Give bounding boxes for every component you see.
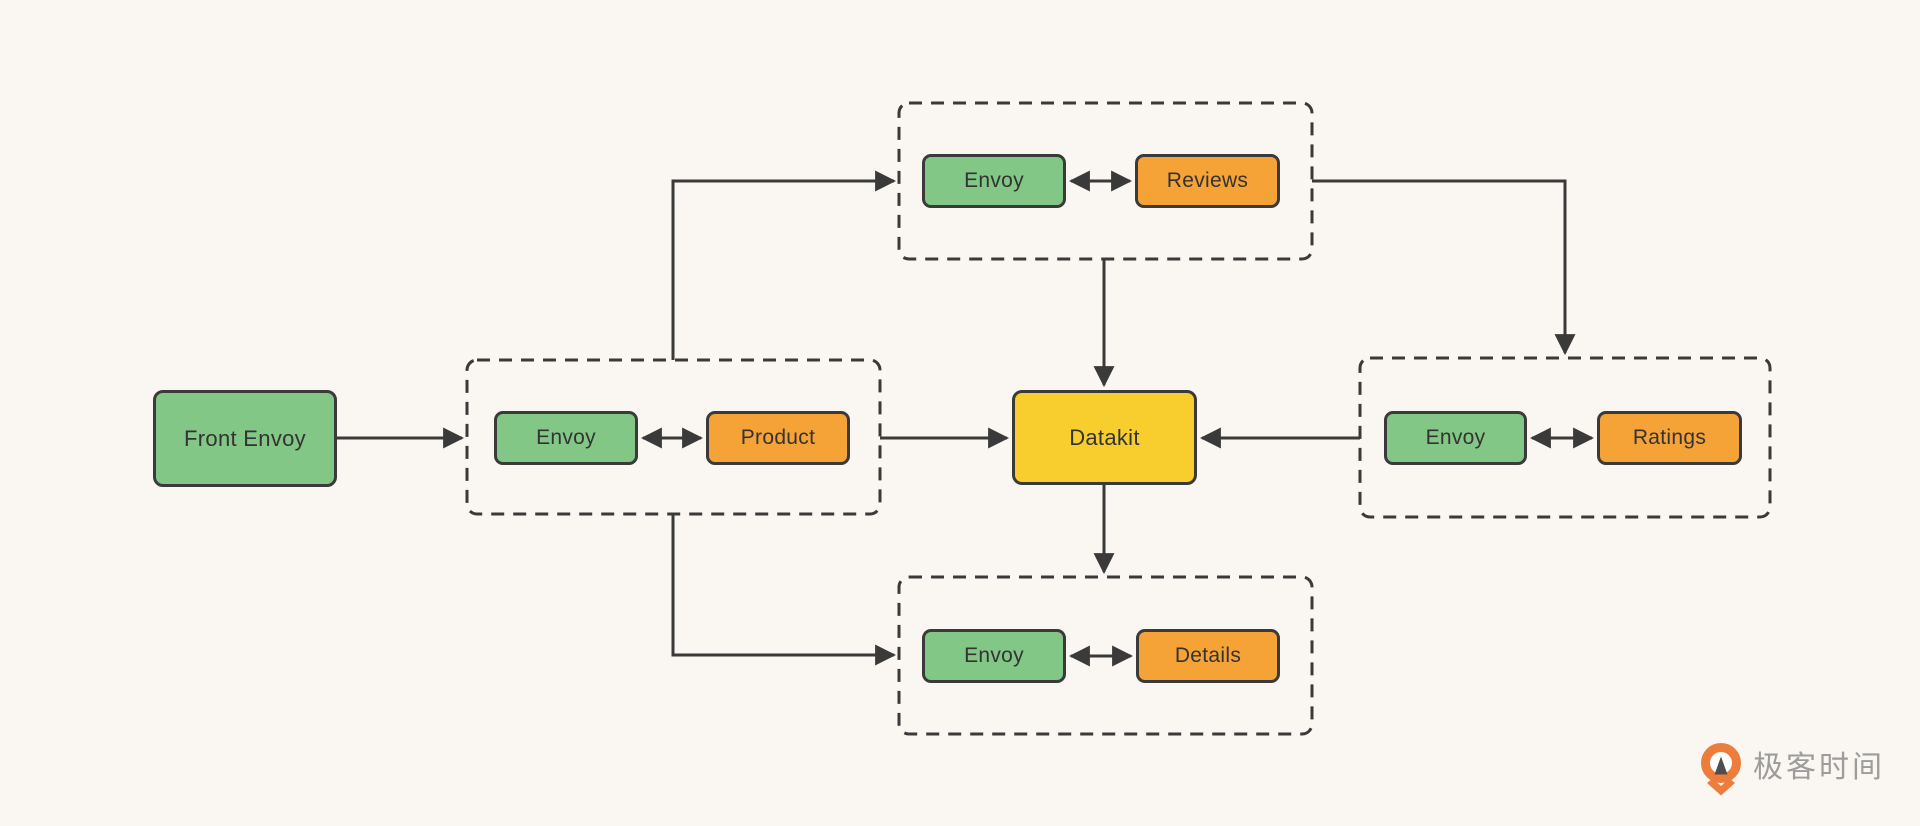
- details-service-label: Details: [1174, 644, 1242, 667]
- edge-product-group-to-reviews-group: [671, 170, 897, 360]
- front-envoy-node: Front Envoy: [153, 390, 337, 487]
- ratings-envoy-node: Envoy: [1384, 411, 1527, 465]
- details-envoy-label: Envoy: [964, 644, 1024, 667]
- ratings-envoy-label: Envoy: [1425, 426, 1486, 449]
- edge-product-group-to-details-group: [671, 514, 897, 666]
- details-service-node: Details: [1136, 629, 1280, 683]
- details-envoy-node: Envoy: [922, 629, 1066, 683]
- reviews-envoy-node: Envoy: [922, 154, 1066, 208]
- ratings-service-label: Ratings: [1632, 426, 1707, 449]
- product-service-label: Product: [740, 426, 816, 449]
- product-envoy-node: Envoy: [494, 411, 638, 465]
- geektime-pin-icon: [1701, 743, 1741, 796]
- edge-reviews-group-to-ratings-group: [1312, 179, 1576, 356]
- reviews-service-label: Reviews: [1166, 169, 1249, 192]
- reviews-service-node: Reviews: [1135, 154, 1280, 208]
- geektime-logo-text: 极客时间: [1753, 751, 1885, 784]
- details-group-boundary: [897, 575, 1314, 736]
- datakit-label: Datakit: [1069, 424, 1140, 450]
- product-service-node: Product: [706, 411, 850, 465]
- ratings-service-node: Ratings: [1597, 411, 1742, 465]
- front-envoy-label: Front Envoy: [184, 425, 306, 451]
- product-envoy-label: Envoy: [536, 426, 596, 449]
- geektime-logo: 极客时间: [1698, 742, 1885, 798]
- reviews-envoy-label: Envoy: [964, 169, 1024, 192]
- datakit-node: Datakit: [1012, 390, 1197, 485]
